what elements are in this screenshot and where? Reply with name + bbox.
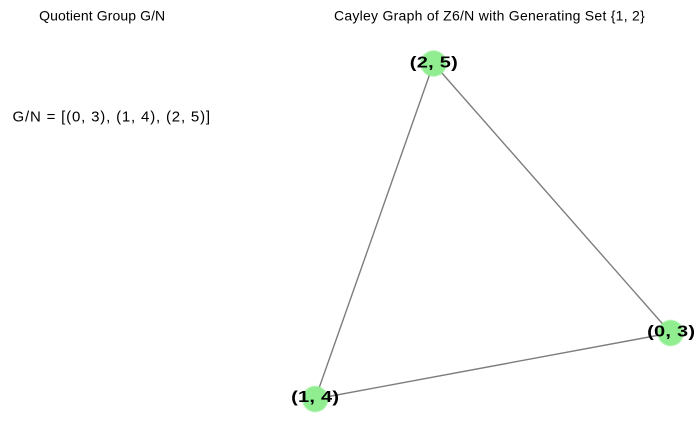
svg-text:Quotient Group G/N: Quotient Group G/N bbox=[39, 8, 165, 24]
svg-text:(0, 3): (0, 3) bbox=[647, 322, 695, 340]
svg-text:(2, 5): (2, 5) bbox=[410, 53, 458, 71]
svg-text:G/N = [(0, 3), (1, 4), (2, 5)]: G/N = [(0, 3), (1, 4), (2, 5)] bbox=[13, 108, 211, 125]
svg-text:(1, 4): (1, 4) bbox=[291, 388, 339, 406]
svg-text:Cayley Graph of Z6/N with Gene: Cayley Graph of Z6/N with Generating Set… bbox=[334, 8, 645, 24]
